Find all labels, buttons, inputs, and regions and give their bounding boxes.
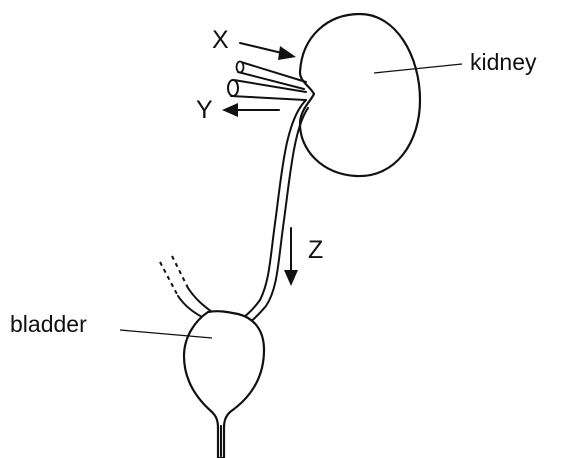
arrow-z [284,228,298,286]
bladder-shape [184,311,264,458]
other-ureter-dashed [160,256,188,296]
renal-vein-vessel [231,80,306,100]
label-z: Z [308,236,323,264]
kidney-shape [300,14,420,176]
ureter-outer [232,100,306,326]
label-bladder: bladder [10,311,87,337]
arrow-y [222,103,279,117]
renal-artery-opening [237,62,244,73]
renal-vein-opening [228,80,238,96]
label-kidney: kidney [470,49,537,75]
renal-artery-vessel [238,62,306,89]
label-x: X [212,26,229,54]
label-y: Y [196,96,213,124]
arrow-x [240,43,296,60]
